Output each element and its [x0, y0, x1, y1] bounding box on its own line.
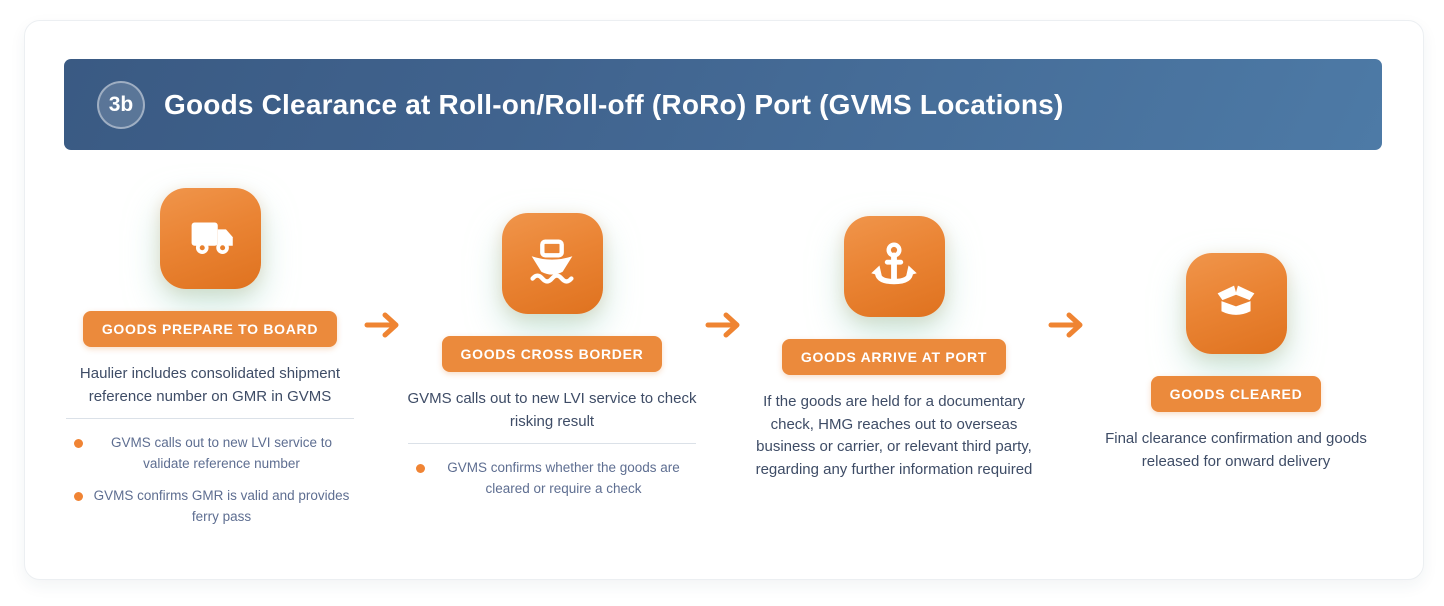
- list-item: GVMS confirms whether the goods are clea…: [402, 458, 702, 500]
- bullet-list: GVMS confirms whether the goods are clea…: [402, 458, 702, 500]
- step-label: GOODS CROSS BORDER: [441, 336, 663, 372]
- bullet-list: GVMS calls out to new LVI service to val…: [60, 433, 360, 528]
- divider: [408, 443, 696, 444]
- bullet-text: GVMS confirms GMR is valid and provides …: [93, 487, 350, 524]
- step-goods-arrive-at-port: GOODS ARRIVE AT PORT If the goods are he…: [744, 216, 1044, 481]
- list-item: GVMS calls out to new LVI service to val…: [60, 433, 360, 475]
- page-title: Goods Clearance at Roll-on/Roll-off (RoR…: [164, 88, 1064, 120]
- step-label: GOODS CLEARED: [1150, 376, 1322, 412]
- step-description: Haulier includes consolidated shipment r…: [79, 365, 341, 405]
- bullet-text: GVMS confirms whether the goods are clea…: [447, 460, 680, 496]
- ship-icon: [501, 213, 603, 314]
- step-label: GOODS ARRIVE AT PORT: [781, 339, 1007, 375]
- bullet-text: GVMS calls out to new LVI service to val…: [110, 435, 333, 471]
- step-goods-cleared: GOODS CLEARED Final clearance confirmati…: [1086, 253, 1386, 473]
- step-number-badge: 3b: [97, 80, 145, 129]
- list-item: GVMS confirms GMR is valid and provides …: [60, 486, 360, 528]
- arrow-right-icon: [363, 310, 403, 340]
- bullet-dot-icon: [74, 491, 83, 501]
- bullet-dot-icon: [416, 464, 425, 473]
- bullet-dot-icon: [74, 439, 83, 448]
- step-description: GVMS calls out to new LVI service to che…: [407, 390, 697, 430]
- open-box-icon: [1185, 253, 1287, 354]
- step-description: If the goods are held for a documentary …: [755, 393, 1033, 478]
- truck-icon: [159, 188, 261, 289]
- header-banner: 3b Goods Clearance at Roll-on/Roll-off (…: [64, 59, 1382, 150]
- anchor-icon: [843, 216, 945, 317]
- step-goods-cross-border: GOODS CROSS BORDER GVMS calls out to new…: [402, 213, 702, 500]
- arrow-right-icon: [704, 310, 744, 340]
- arrow-right-icon: [1047, 310, 1087, 340]
- step-goods-prepare-to-board: GOODS PREPARE TO BOARD Haulier includes …: [60, 188, 360, 528]
- divider: [66, 418, 354, 419]
- step-description: Final clearance confirmation and goods r…: [1105, 430, 1367, 470]
- step-label: GOODS PREPARE TO BOARD: [82, 311, 338, 347]
